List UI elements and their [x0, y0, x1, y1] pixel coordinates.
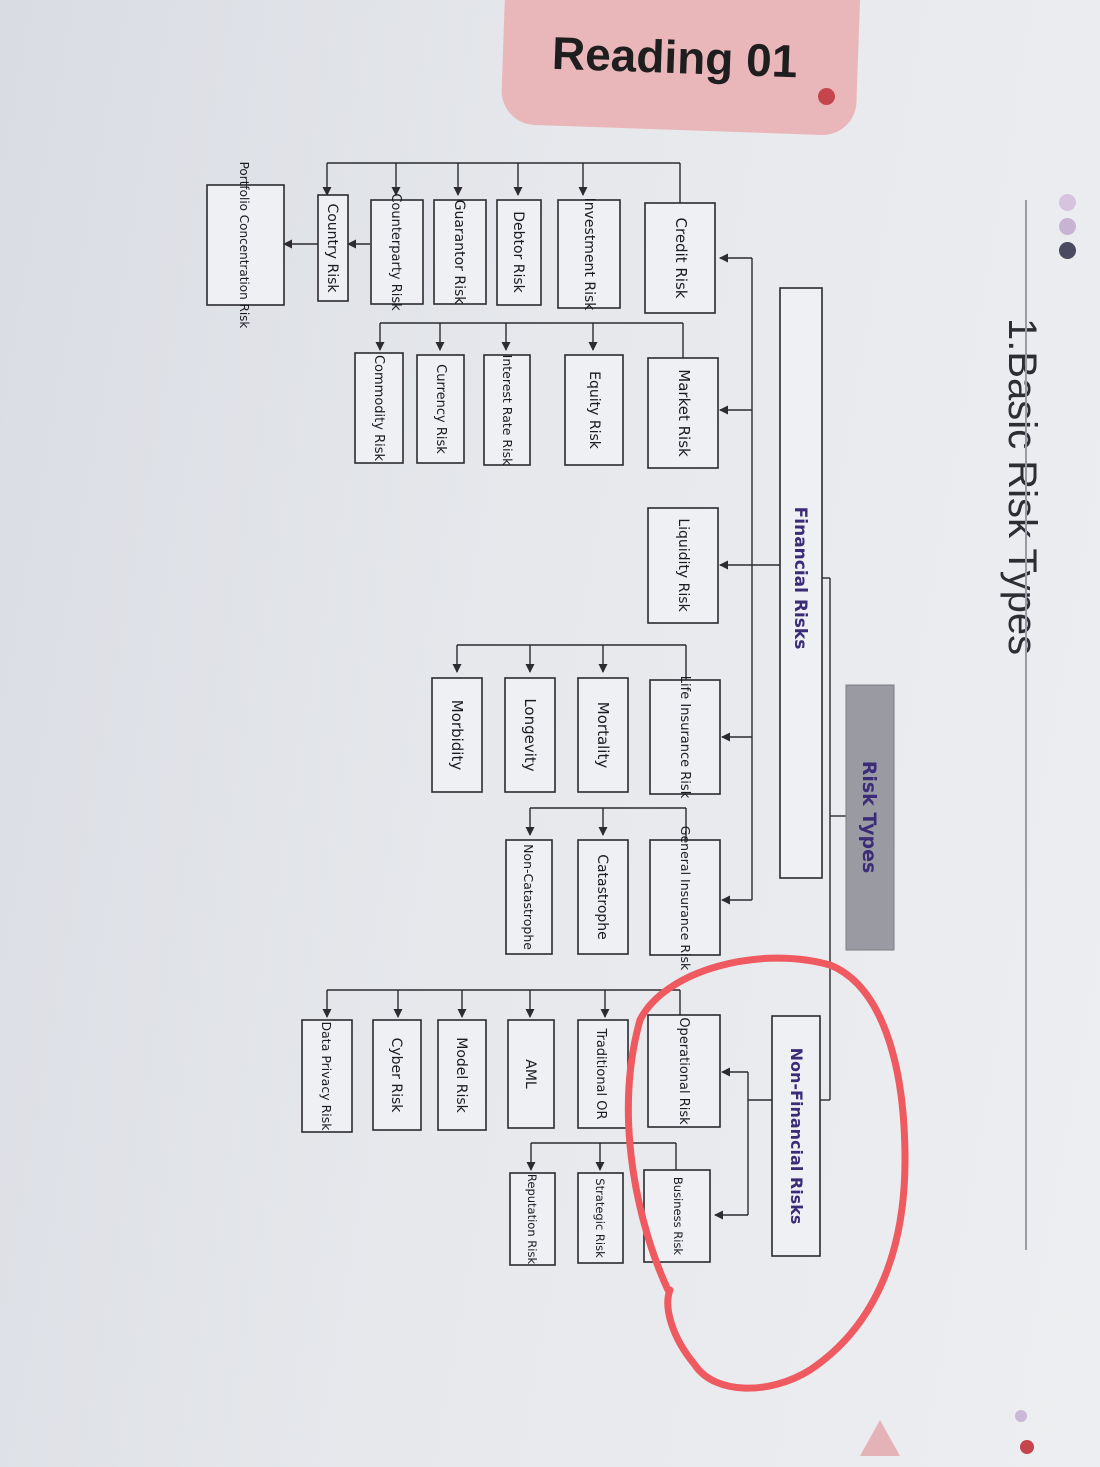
morbidity-text: Morbidity	[448, 700, 466, 771]
interest-rate-risk-text: Interest Rate Risk	[500, 355, 515, 466]
node-financial-risks: Financial Risks	[779, 287, 823, 879]
life-insurance-risk-text: Life Insurance Risk	[677, 676, 692, 799]
corner-accent-dot-icon	[1020, 1440, 1034, 1454]
node-life-insurance-risk: Life Insurance Risk	[649, 676, 721, 799]
node-general-insurance-risk: General Insurance Risk	[649, 826, 721, 971]
debtor-risk-text: Debtor Risk	[510, 211, 526, 293]
general-insurance-risk-text: General Insurance Risk	[678, 826, 693, 971]
non-catastrophe-text: Non-Catastrophe	[521, 844, 536, 950]
node-longevity: Longevity	[504, 677, 556, 793]
guarantor-risk-text: Guarantor Risk	[451, 200, 467, 306]
credit-risk-text: Credit Risk	[672, 218, 690, 299]
node-investment-risk: Investment Risk	[557, 198, 621, 312]
annotation-circle	[624, 954, 909, 1392]
model-risk-text: Model Risk	[453, 1037, 469, 1113]
node-morbidity: Morbidity	[431, 677, 483, 793]
counterparty-risk-text: Counterparty Risk	[388, 193, 403, 311]
mortality-text: Mortality	[594, 702, 612, 769]
section-bullet-dots-icon	[1055, 190, 1081, 270]
node-liquidity-risk: Liquidity Risk	[647, 507, 719, 624]
node-root-label: Risk Types	[858, 761, 880, 874]
investment-risk-text: Investment Risk	[581, 198, 597, 312]
header-divider	[1025, 200, 1027, 1250]
node-commodity-risk: Commodity Risk	[354, 352, 404, 464]
node-non-catastrophe: Non-Catastrophe	[505, 839, 553, 955]
commodity-risk-text: Commodity Risk	[371, 355, 386, 462]
traditional-or-text: Traditional OR	[593, 1027, 608, 1119]
node-mortality: Mortality	[577, 677, 629, 793]
country-risk-text: Country Risk	[324, 203, 340, 293]
market-risk-text: Market Risk	[675, 369, 693, 457]
data-privacy-risk-text: Data Privacy Risk	[319, 1022, 334, 1132]
cyber-risk-text: Cyber Risk	[388, 1038, 404, 1114]
business-risk-text: Business Risk	[671, 1177, 685, 1256]
node-strategic-risk: Strategic Risk	[577, 1172, 624, 1264]
node-reputation-risk: Reputation Risk	[509, 1172, 556, 1266]
strategic-risk-text: Strategic Risk	[593, 1178, 607, 1258]
node-guarantor-risk: Guarantor Risk	[433, 199, 487, 306]
connector-lines	[283, 162, 846, 1220]
node-operational-risk: Operational Risk	[647, 1014, 721, 1128]
node-equity-risk: Equity Risk	[564, 354, 624, 466]
reputation-risk-text: Reputation Risk	[525, 1174, 539, 1265]
node-model-risk: Model Risk	[437, 1019, 487, 1131]
operational-risk-text: Operational Risk	[676, 1017, 691, 1125]
accent-dot-icon	[818, 88, 835, 105]
node-portfolio-concentration-risk: Portfolio Concentration Risk	[206, 162, 285, 329]
node-cyber-risk: Cyber Risk	[372, 1019, 422, 1131]
node-non-financial-risks-label: Non-Financial Risks	[787, 1048, 806, 1225]
node-data-privacy-risk: Data Privacy Risk	[301, 1019, 353, 1133]
node-catastrophe: Catastrophe	[577, 839, 629, 955]
node-country-risk: Country Risk	[317, 194, 349, 302]
equity-risk-text: Equity Risk	[586, 371, 602, 450]
node-credit-risk: Credit Risk	[644, 202, 716, 314]
node-aml: AML	[507, 1019, 555, 1129]
corner-dot-icon	[1015, 1410, 1027, 1422]
aml-text: AML	[522, 1059, 538, 1089]
catastrophe-text: Catastrophe	[594, 854, 610, 940]
node-business-risk: Business Risk	[643, 1169, 711, 1263]
node-non-financial-risks: Non-Financial Risks	[771, 1015, 821, 1257]
node-debtor-risk: Debtor Risk	[496, 199, 542, 306]
node-interest-rate-risk: Interest Rate Risk	[483, 354, 531, 466]
node-counterparty-risk: Counterparty Risk	[370, 193, 424, 311]
portfolio-concentration-risk-text: Portfolio Concentration Risk	[237, 162, 251, 329]
corner-decoration-icon	[860, 1420, 900, 1456]
liquidity-risk-text: Liquidity Risk	[675, 518, 691, 612]
node-currency-risk: Currency Risk	[416, 354, 465, 464]
node-traditional-or: Traditional OR	[577, 1019, 629, 1129]
node-root: Risk Types	[845, 684, 895, 951]
node-market-risk: Market Risk	[647, 357, 719, 469]
currency-risk-text: Currency Risk	[433, 364, 448, 454]
longevity-text: Longevity	[521, 698, 539, 771]
node-financial-risks-label: Financial Risks	[790, 507, 810, 650]
